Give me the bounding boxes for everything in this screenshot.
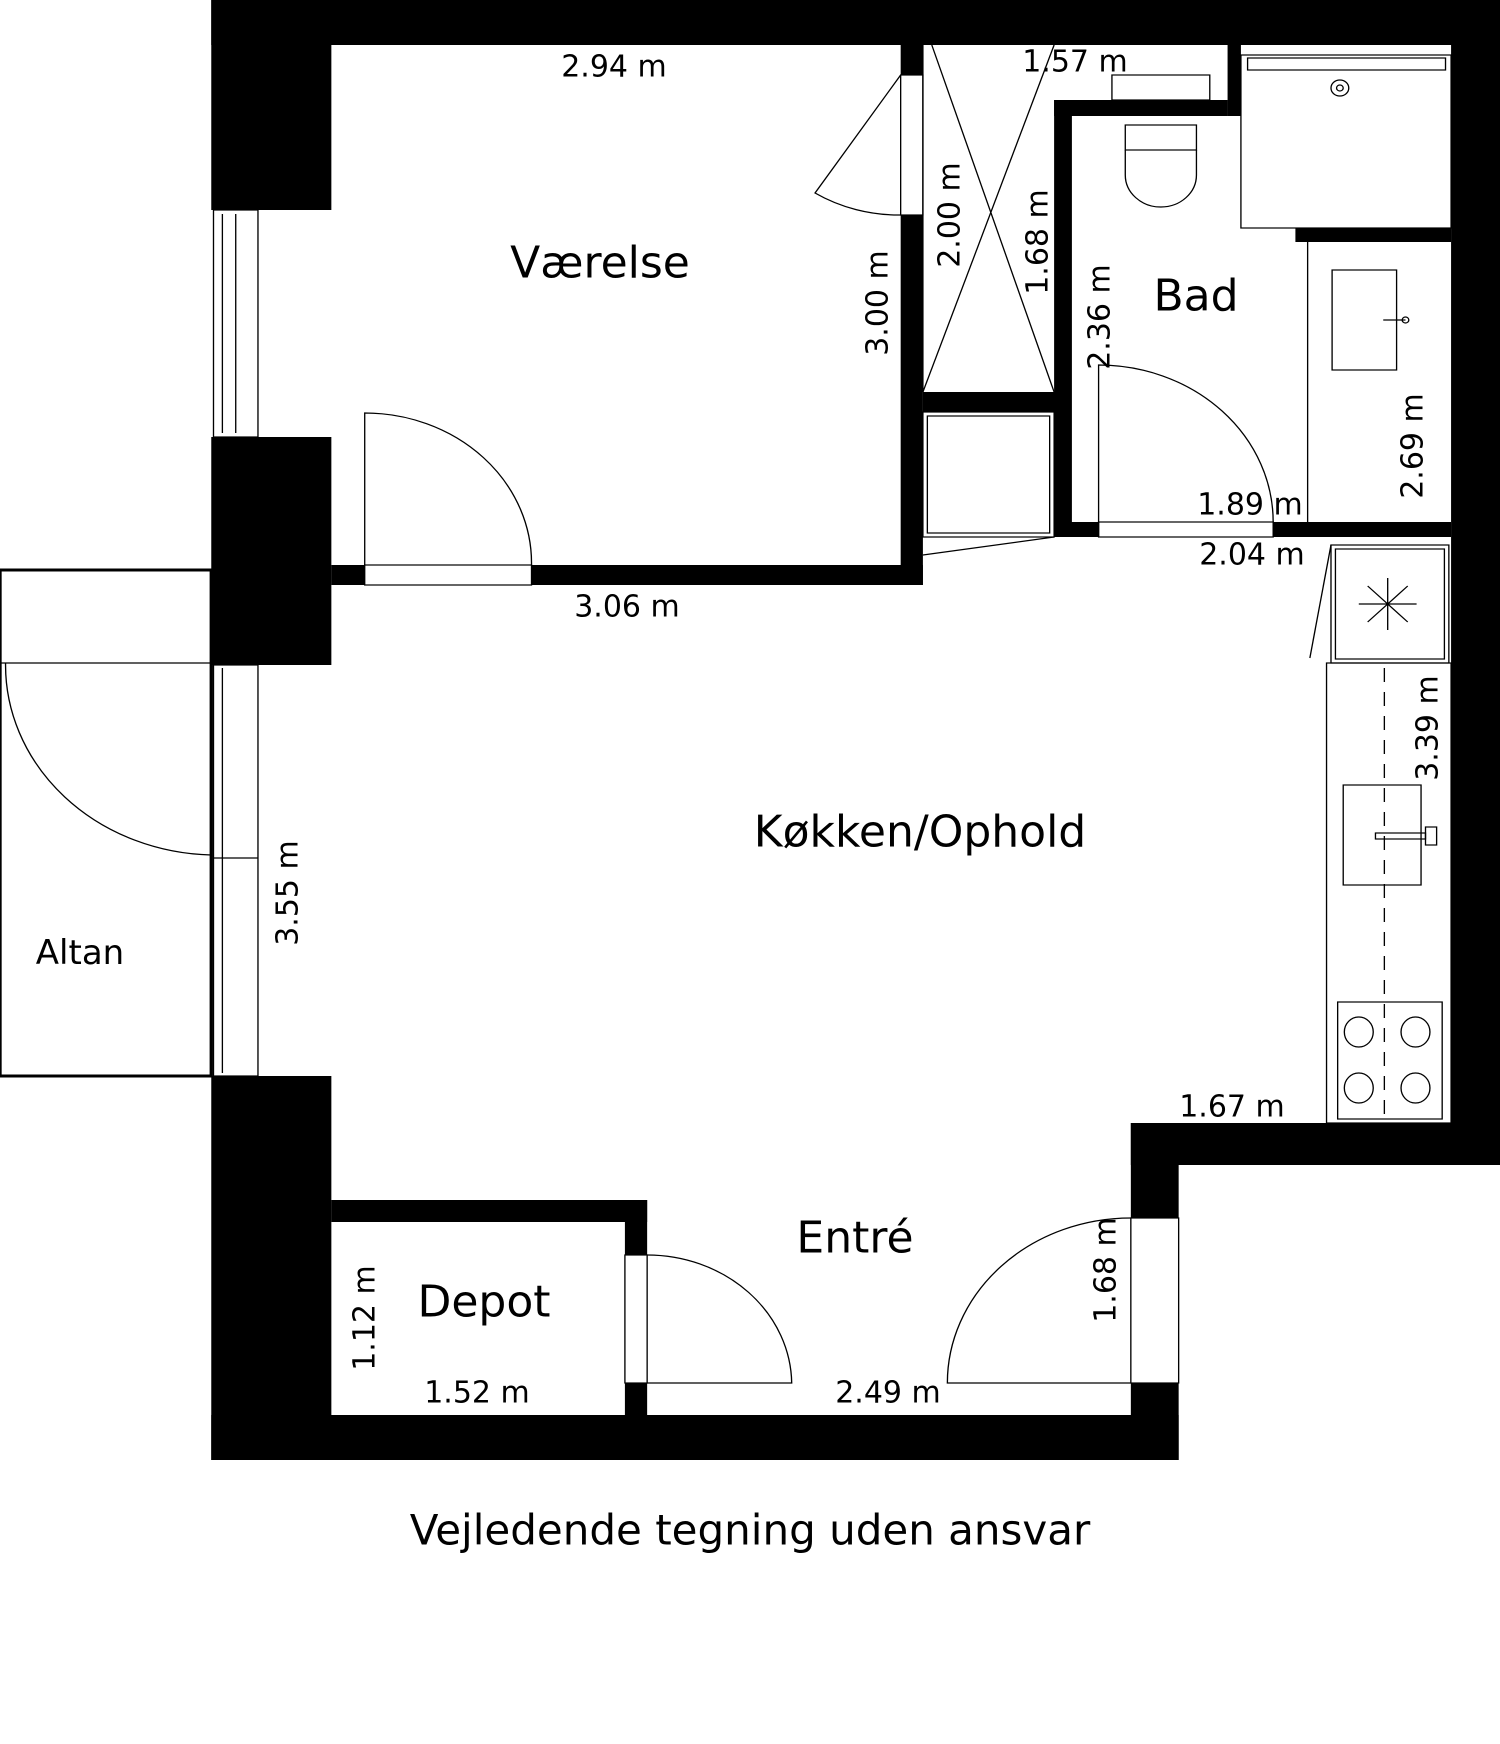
dim-bad-height-left: 2.36 m xyxy=(1082,264,1118,370)
dim-bad-width: 1.89 m xyxy=(1197,487,1303,523)
dim-depot-width: 1.52 m xyxy=(424,1375,530,1411)
room-label-kokken-ophold: Køkken/Ophold xyxy=(753,806,1087,858)
dim-kitchen-top: 2.04 m xyxy=(1199,537,1305,573)
dim-vaerelse-height: 3.00 m xyxy=(860,250,896,356)
dim-closet-width: 1.57 m xyxy=(1022,44,1128,80)
dim-kitchen-bottom: 1.67 m xyxy=(1179,1089,1285,1125)
dim-vaerelse-top: 2.94 m xyxy=(561,49,667,85)
window-living xyxy=(212,664,259,1077)
room-label-bad: Bad xyxy=(1153,270,1239,322)
walls xyxy=(211,0,1500,1460)
fixtures xyxy=(0,44,1452,1384)
dim-closet-height-a: 2.00 m xyxy=(932,162,968,268)
dim-living-height: 3.55 m xyxy=(270,840,306,946)
room-label-entre: Entré xyxy=(796,1212,914,1264)
dim-bad-height-right: 2.69 m xyxy=(1395,393,1431,499)
dim-depot-height: 1.12 m xyxy=(347,1265,383,1371)
dim-vaerelse-bottom: 3.06 m xyxy=(574,589,680,625)
dim-entre-width: 2.49 m xyxy=(835,1375,941,1411)
room-label-altan: Altan xyxy=(35,933,125,973)
dim-entre-height: 1.68 m xyxy=(1088,1217,1124,1323)
room-label-depot: Depot xyxy=(417,1276,551,1328)
dim-closet-height-b: 1.68 m xyxy=(1020,189,1056,295)
balcony xyxy=(0,568,213,1078)
window-vaerelse xyxy=(212,209,259,438)
disclaimer-footer: Vejledende tegning uden ansvar xyxy=(409,1505,1091,1555)
dim-kitchen-height: 3.39 m xyxy=(1410,675,1446,781)
room-label-vaerelse: Værelse xyxy=(510,237,690,289)
